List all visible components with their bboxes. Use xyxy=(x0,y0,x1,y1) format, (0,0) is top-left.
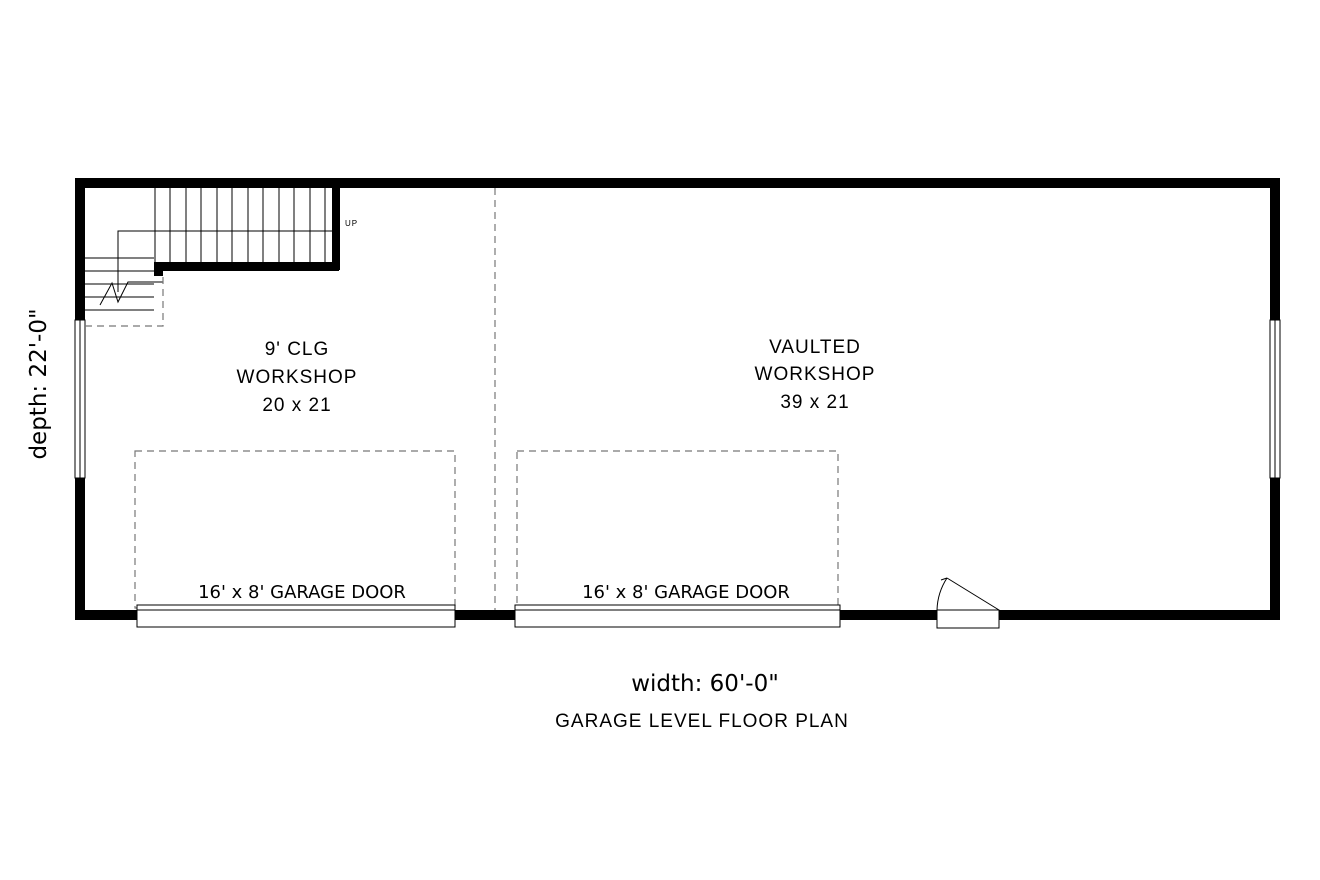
right-room-name: WORKSHOP xyxy=(755,364,876,385)
room-label-right: VAULTED WORKSHOP 39 x 21 xyxy=(755,337,876,413)
garage-door-right xyxy=(514,604,841,628)
depth-dimension: depth: 22'-0" xyxy=(26,308,52,459)
side-windows xyxy=(74,319,1281,479)
bottom-wall-seg-4 xyxy=(999,610,1280,620)
stair-up-label: UP xyxy=(345,219,358,228)
stairs: UP xyxy=(85,188,358,327)
right-room-ceiling: VAULTED xyxy=(769,337,861,358)
left-wall-upper xyxy=(75,178,85,320)
top-wall xyxy=(75,178,1280,188)
garage-door-left-label: 16' x 8' GARAGE DOOR xyxy=(198,582,406,603)
stair-enclosure-wall xyxy=(154,186,340,276)
bottom-wall-seg-3 xyxy=(838,610,937,620)
bottom-wall-seg-2 xyxy=(455,610,517,620)
right-wall-upper xyxy=(1270,178,1280,320)
plan-title: GARAGE LEVEL FLOOR PLAN xyxy=(555,711,849,732)
garage-door-right-label: 16' x 8' GARAGE DOOR xyxy=(582,582,790,603)
left-room-name: WORKSHOP xyxy=(237,367,358,388)
width-dimension: width: 60'-0" xyxy=(631,671,779,697)
right-room-size: 39 x 21 xyxy=(780,392,849,413)
entry-door xyxy=(936,577,1000,629)
bottom-wall-seg-1 xyxy=(75,610,137,620)
left-room-size: 20 x 21 xyxy=(262,395,331,416)
left-room-ceiling: 9' CLG xyxy=(265,339,330,360)
right-wall-lower xyxy=(1270,478,1280,620)
garage-door-left xyxy=(136,604,456,628)
room-label-left: 9' CLG WORKSHOP 20 x 21 xyxy=(237,339,358,416)
exterior-walls xyxy=(75,178,1280,620)
left-wall-lower xyxy=(75,478,85,620)
